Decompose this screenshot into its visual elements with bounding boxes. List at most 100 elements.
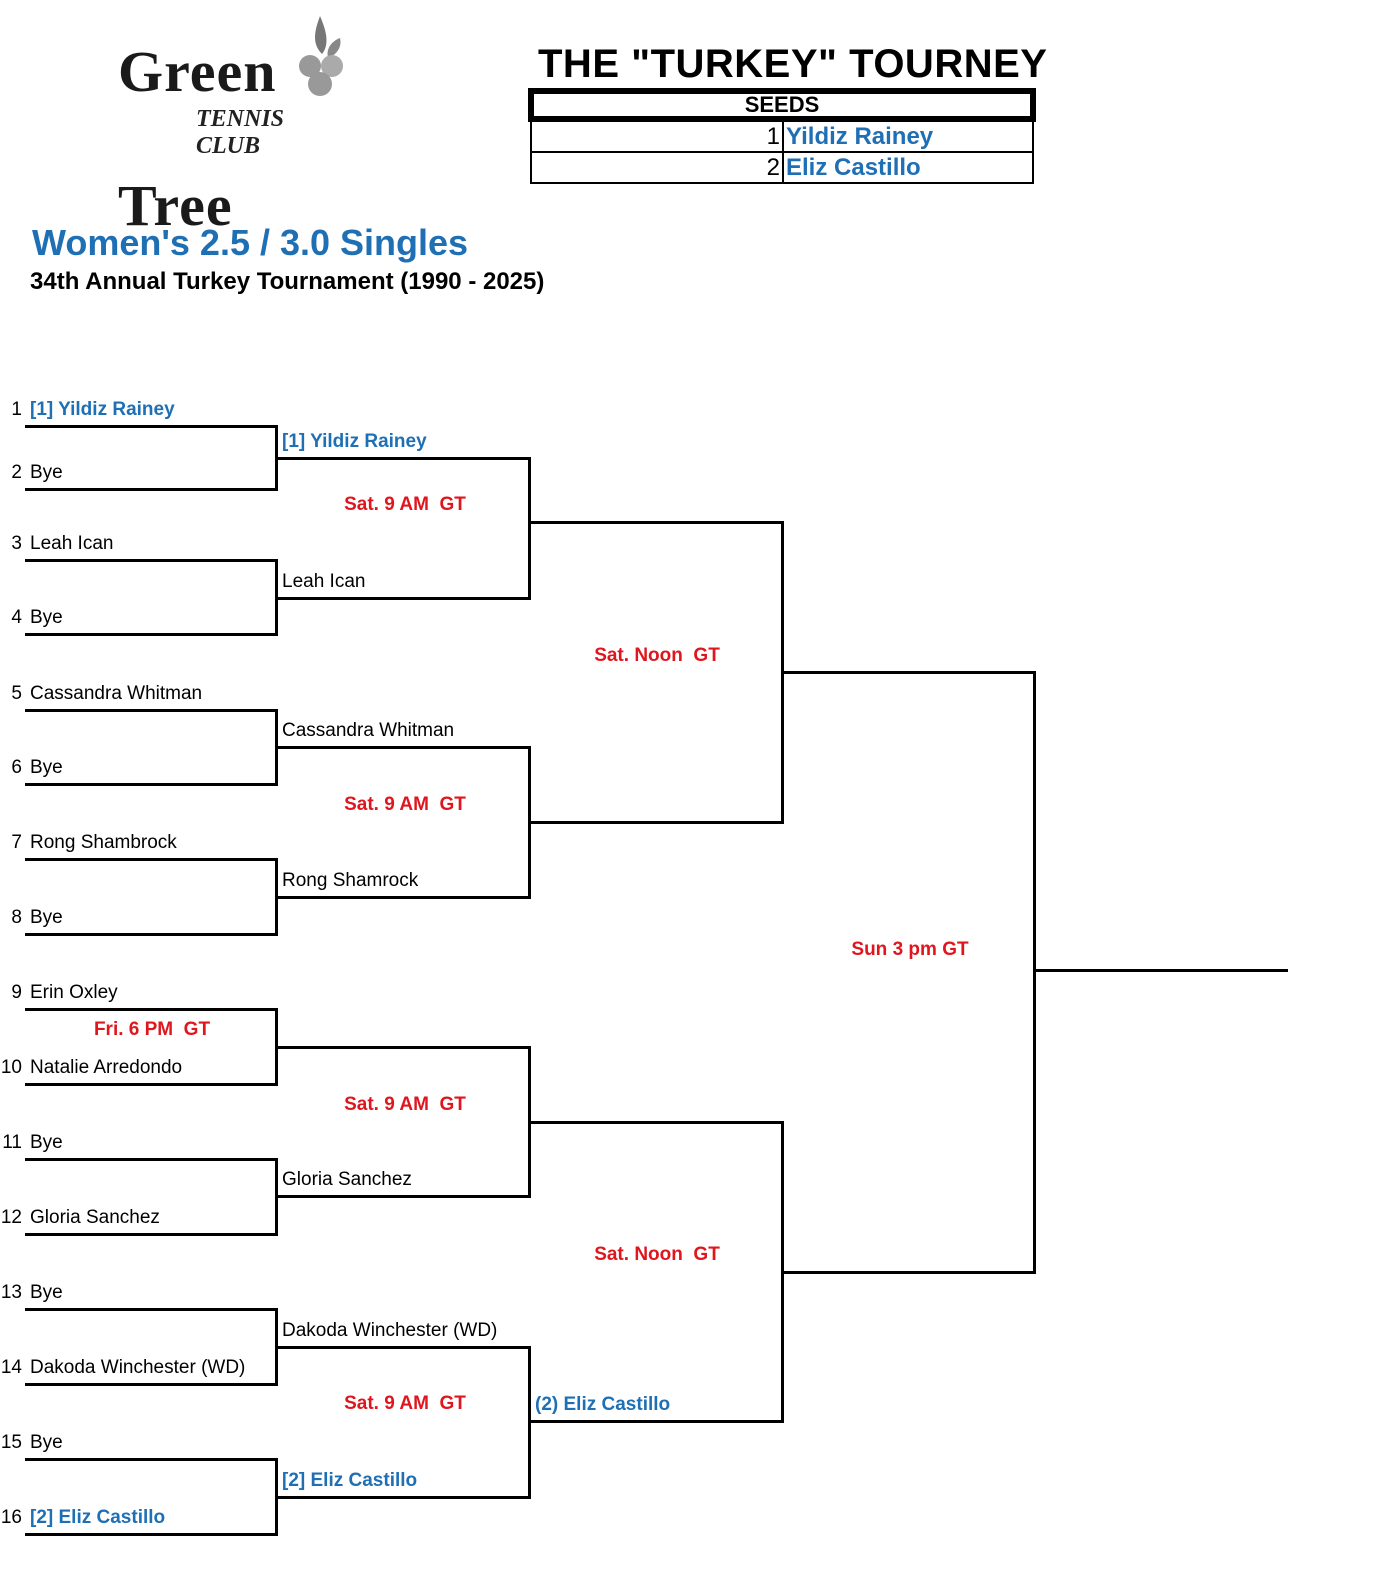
bracket-line <box>25 559 277 562</box>
bracket-line <box>277 1195 530 1198</box>
bracket-connector <box>275 1158 278 1236</box>
bracket-connector <box>275 709 278 786</box>
bracket-line <box>530 821 783 824</box>
event-title: Women's 2.5 / 3.0 Singles <box>32 222 469 263</box>
seed-position: 1 <box>11 399 22 420</box>
match-time: Sat. 9 AM GT <box>344 1393 466 1414</box>
bracket-line <box>25 1083 277 1086</box>
seed-position: 11 <box>2 1132 22 1153</box>
player-slot: Bye <box>30 1432 63 1453</box>
bracket-line <box>25 1533 277 1536</box>
seed-name: Eliz Castillo <box>782 151 1034 184</box>
bracket-line <box>25 783 277 786</box>
player-slot: Rong Shambrock <box>30 832 177 853</box>
bracket-line <box>277 1496 530 1499</box>
player-slot: Bye <box>30 1132 63 1153</box>
seed-number: 1 <box>530 118 784 153</box>
bracket-connector <box>528 457 531 600</box>
seed-position: 13 <box>0 1282 22 1303</box>
seed-position: 7 <box>11 832 22 853</box>
bracket-connector <box>275 559 278 636</box>
player-slot: Natalie Arredondo <box>30 1057 183 1078</box>
player-slot: (2) Eliz Castillo <box>535 1394 671 1415</box>
player-slot: Cassandra Whitman <box>30 683 203 704</box>
bracket-line <box>25 425 277 428</box>
player-slot: Rong Shamrock <box>282 870 419 891</box>
bracket-line <box>25 1008 277 1011</box>
player-slot: Leah Ican <box>282 571 366 592</box>
bracket-line <box>25 1383 277 1386</box>
match-time: Sat. 9 AM GT <box>344 1094 466 1115</box>
bracket-line <box>277 1046 530 1049</box>
seed-position: 15 <box>0 1432 22 1453</box>
player-slot: Bye <box>30 757 63 778</box>
player-slot: [1] Yildiz Rainey <box>30 399 175 420</box>
bracket-line <box>25 1233 277 1236</box>
seed-position: 12 <box>0 1207 22 1228</box>
player-slot: [2] Eliz Castillo <box>30 1507 166 1528</box>
champion-line <box>1035 969 1288 972</box>
player-slot: Erin Oxley <box>30 982 118 1003</box>
player-slot: Bye <box>30 1282 63 1303</box>
seed-position: 2 <box>11 462 22 483</box>
bracket-connector <box>275 1008 278 1086</box>
bracket-line <box>25 1458 277 1461</box>
match-time: Sat. 9 AM GT <box>344 794 466 815</box>
player-slot: Bye <box>30 907 63 928</box>
bracket-connector <box>781 1121 784 1423</box>
bracket-line <box>277 896 530 899</box>
bracket-line <box>277 746 530 749</box>
bracket-connector <box>275 858 278 936</box>
bracket-line <box>783 671 1035 674</box>
player-slot: [2] Eliz Castillo <box>282 1470 418 1491</box>
player-slot: Bye <box>30 462 63 483</box>
event-subtitle: 34th Annual Turkey Tournament (1990 - 20… <box>30 268 545 295</box>
bracket-line <box>530 1121 783 1124</box>
player-slot: [1] Yildiz Rainey <box>282 431 427 452</box>
match-time: Sat. Noon GT <box>594 645 720 666</box>
bracket-connector <box>781 521 784 824</box>
seed-position: 3 <box>11 533 22 554</box>
seeds-header: SEEDS <box>528 88 1036 122</box>
bracket-line <box>25 1158 277 1161</box>
player-slot: Dakoda Winchester (WD) <box>282 1320 498 1341</box>
bracket-connector <box>275 1458 278 1536</box>
seed-position: 10 <box>0 1057 22 1078</box>
seed-position: 6 <box>11 757 22 778</box>
bracket-line <box>25 709 277 712</box>
bracket-line <box>277 597 530 600</box>
bracket-line <box>25 1308 277 1311</box>
player-slot: Dakoda Winchester (WD) <box>30 1357 246 1378</box>
bracket-line <box>25 858 277 861</box>
seed-position: 4 <box>11 607 22 628</box>
bracket-line <box>530 1420 783 1423</box>
bracket-line <box>25 933 277 936</box>
bracket-connector <box>528 1046 531 1198</box>
bracket-line <box>25 633 277 636</box>
seed-position: 5 <box>11 683 22 704</box>
bracket-line <box>783 1271 1035 1274</box>
bracket-connector <box>1033 671 1036 1274</box>
player-slot: Bye <box>30 607 63 628</box>
seed-position: 8 <box>11 907 22 928</box>
logo-wordmark: GreenTree <box>118 39 277 238</box>
match-time: Fri. 6 PM GT <box>93 1019 211 1040</box>
bracket-connector <box>275 1308 278 1386</box>
tournament-title: THE "TURKEY" TOURNEY <box>538 42 1048 86</box>
player-slot: Leah Ican <box>30 533 114 554</box>
tennis-ball-tree-icon <box>299 16 343 96</box>
seed-position: 16 <box>0 1507 22 1528</box>
match-time: Sun 3 pm GT <box>851 939 969 960</box>
player-slot: Gloria Sanchez <box>282 1169 412 1190</box>
bracket-line <box>25 488 277 491</box>
seed-position: 9 <box>11 982 22 1003</box>
bracket-line <box>277 457 530 460</box>
match-time: Sat. Noon GT <box>594 1244 720 1265</box>
match-time: Sat. 9 AM GT <box>344 494 466 515</box>
player-slot: Gloria Sanchez <box>30 1207 160 1228</box>
logo-subtitle: TENNIS CLUB <box>196 106 285 159</box>
bracket-connector <box>528 1346 531 1499</box>
